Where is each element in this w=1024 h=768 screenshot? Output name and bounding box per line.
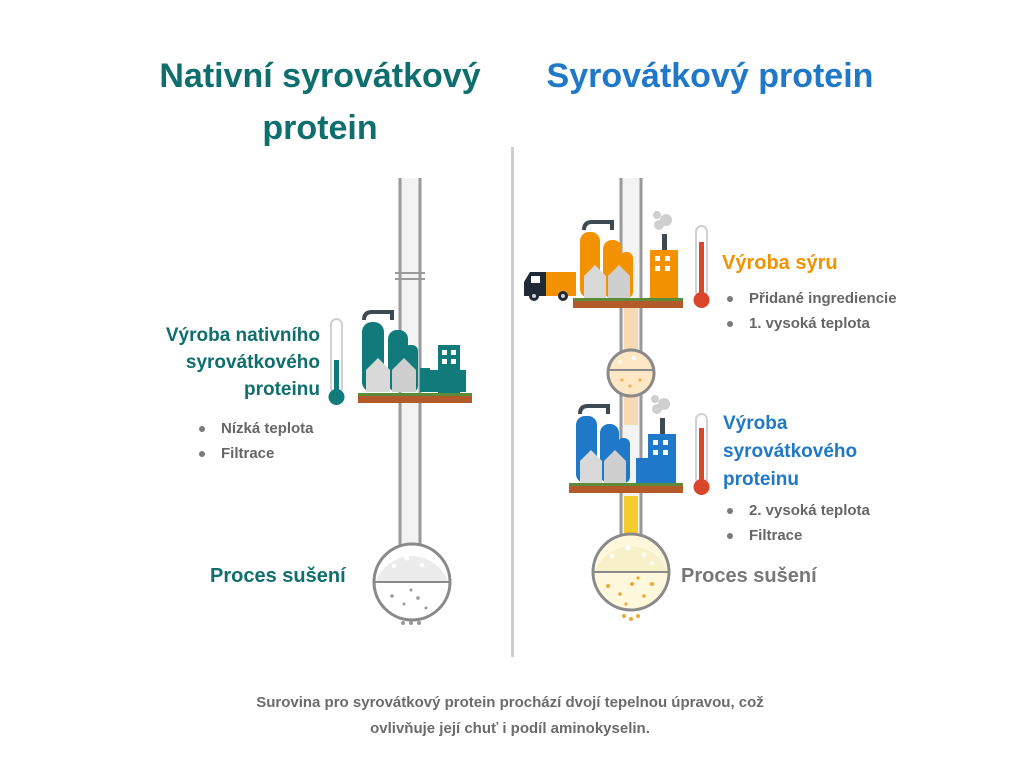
whey-dryer-icon: [591, 532, 671, 621]
cheese-thermometer-icon: [693, 225, 710, 308]
cheese-production-bullets: Přidané ingrediencie 1. vysoká teplota: [723, 286, 903, 336]
whey-thermometer-icon: [693, 413, 710, 495]
native-production-bullets: Nízká teplota Filtrace: [195, 416, 314, 466]
whey-bullet-high-temp-2: 2. vysoká teplota: [723, 498, 923, 523]
cheese-bullet-ingredients: Přidané ingrediencie: [723, 286, 903, 311]
intermediate-tank-icon: [606, 348, 656, 398]
native-protein-heading: Nativní syrovátkový protein: [159, 57, 481, 147]
whey-production-title: Výroba syrovátkového proteinu: [723, 413, 858, 490]
cheese-production-title: Výroba sýru: [722, 252, 838, 274]
native-dryer-icon: [372, 542, 452, 625]
delivery-truck-icon: [524, 272, 576, 301]
native-drying-label: Proces sušení: [210, 565, 346, 587]
whey-drying-label: Proces sušení: [681, 565, 817, 587]
whey-protein-heading: Syrovátkový protein: [546, 57, 874, 95]
whey-factory-icon: [569, 395, 683, 493]
center-divider: [511, 147, 514, 657]
footer-caption: Surovina pro syrovátkový protein procház…: [256, 694, 764, 737]
cheese-factory-icon: [573, 211, 683, 308]
whey-production-bullets: 2. vysoká teplota Filtrace: [723, 498, 923, 548]
cheese-bullet-high-temp-1: 1. vysoká teplota: [723, 311, 903, 336]
native-production-title: Výroba nativního syrovátkového proteinu: [165, 325, 320, 400]
native-factory-icon: [358, 310, 472, 403]
native-bullet-filtration: Filtrace: [195, 441, 314, 466]
native-bullet-low-temp: Nízká teplota: [195, 416, 314, 441]
native-thermometer-icon: [328, 318, 345, 405]
whey-bullet-filtration: Filtrace: [723, 523, 923, 548]
